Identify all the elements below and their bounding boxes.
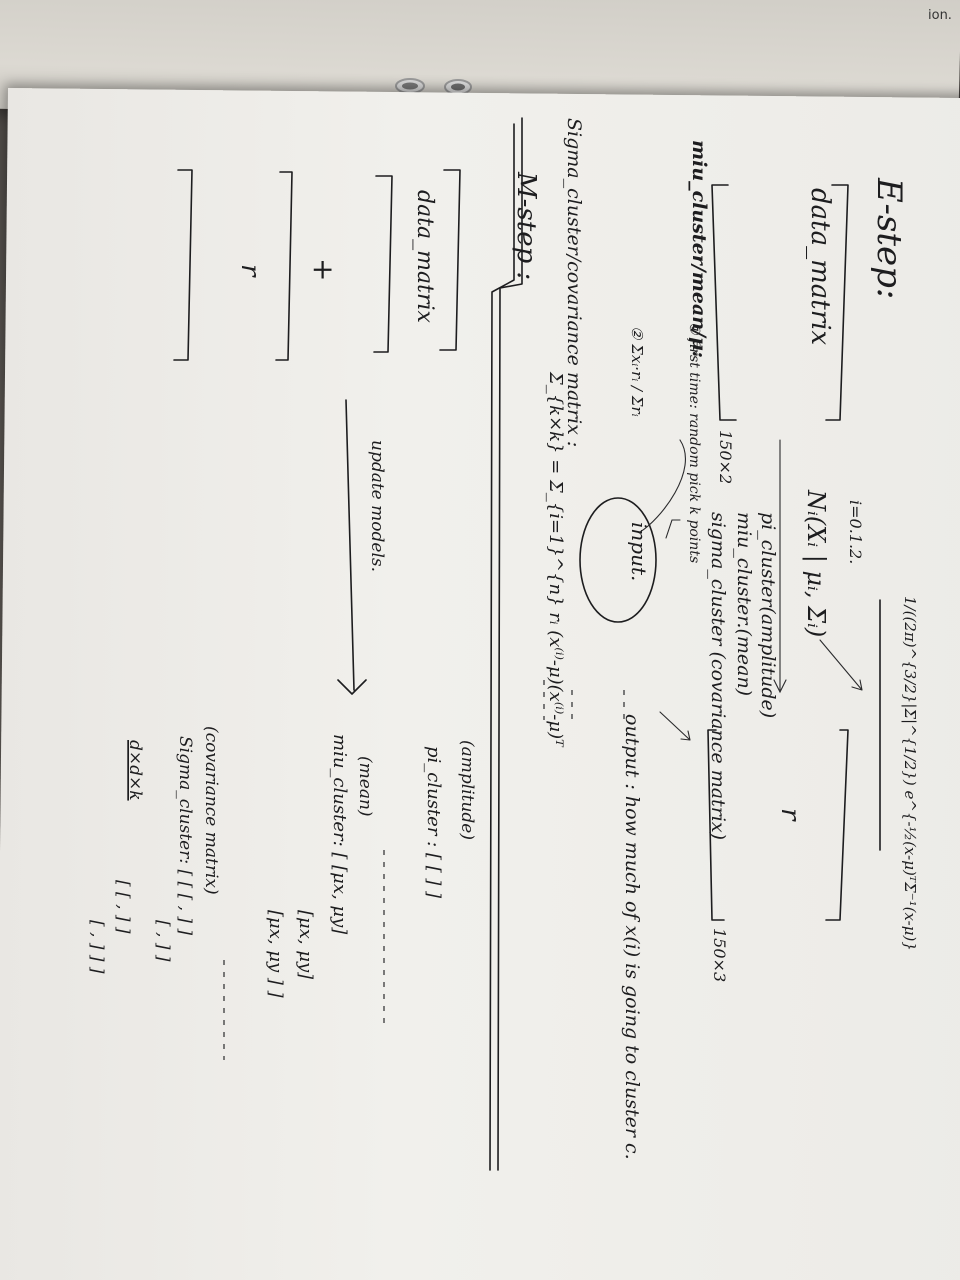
density-formula: 1/((2π)^{3/2}|Σ|^{1/2}) e^{-½(x-μ)ᵀΣ⁻¹(x… xyxy=(901,596,919,951)
sigma-formula: Σ_{k×k} = Σ_{i=1}^{n} rᵢ (x⁽ⁱ⁾-μ)(x⁽ⁱ⁾-μ… xyxy=(545,371,566,748)
r-matrix-bracket-right xyxy=(707,729,725,921)
miu-note-first: ① first time: random pick k points xyxy=(686,322,702,563)
output-arrow xyxy=(659,711,691,741)
miu-cluster-line: miu_cluster: [ [μx, μy] xyxy=(329,734,350,935)
sigma-cluster-line: Sigma_cluster: [ [ [ , ] ] xyxy=(175,736,195,935)
m-data-matrix-label: data_matrix xyxy=(412,190,437,324)
input-arrow xyxy=(665,519,681,539)
m-r-bracket-left xyxy=(275,171,293,361)
background-sheet-text: ion. xyxy=(928,8,952,23)
dims-note: d×d×k xyxy=(125,740,145,801)
m-data-bracket-left xyxy=(439,169,461,351)
miu-row-3: [μx, μy ] ] xyxy=(265,910,286,999)
param-sigma-cluster: sigma_cluster (covariance matrix) xyxy=(707,512,729,840)
formula-arrow xyxy=(819,639,863,691)
update-models-arrow xyxy=(337,399,367,695)
mean-label: (mean) xyxy=(355,756,375,817)
param-pi-cluster: pi_cluster(amplitude) xyxy=(757,512,779,718)
sigma-row-2: [ , ] ] xyxy=(153,920,173,962)
params-underline-arrowhead xyxy=(773,679,787,694)
m-r-symbol: r xyxy=(235,264,265,278)
miu-note-curve xyxy=(639,439,686,533)
r-matrix-bracket-left xyxy=(825,729,849,921)
input-circle xyxy=(579,497,657,623)
sigma-row-4: [ , ] ] ] xyxy=(87,920,107,974)
normal-distribution: Nᵢ(Xᵢ | μᵢ, Σᵢ) xyxy=(801,489,830,637)
amplitude-label: (amplitude) xyxy=(457,740,477,840)
m-data-bracket-right xyxy=(373,175,393,353)
param-miu-cluster: miu_cluster.(mean) xyxy=(733,512,755,696)
covariance-label: (covariance matrix) xyxy=(201,726,221,895)
r-symbol: r xyxy=(775,808,805,822)
miu-note-second: ② Σxᵢ·rᵢ / Σrᵢ xyxy=(628,326,646,417)
sigma-note-label: Sigma_cluster/covariance matrix : xyxy=(563,118,585,447)
output-note: output : how much of x(i) is going to cl… xyxy=(621,714,643,1160)
data-matrix-dims: 150×2 xyxy=(716,430,735,484)
m-r-bracket-right xyxy=(173,169,193,361)
e-step-title: E-step: xyxy=(869,177,909,299)
index-range: i=0.1.2. xyxy=(846,500,865,564)
pi-cluster-line: pi_cluster : [ [ ] ] xyxy=(423,746,444,899)
sigma-row-3: [ [ , ] ] xyxy=(113,880,133,934)
r-matrix-dims: 150×3 xyxy=(710,928,729,982)
section-divider-2 xyxy=(489,123,515,1171)
miu-note-label: miu_cluster/mean/μ: xyxy=(688,140,710,358)
m-step-title: M-step : xyxy=(511,171,541,280)
miu-row-2: [μx, μy] xyxy=(295,910,316,980)
data-matrix-bracket-left xyxy=(825,184,849,421)
input-label: input. xyxy=(627,522,651,581)
section-divider xyxy=(497,117,523,1171)
binder-rings-icon xyxy=(395,78,472,95)
data-matrix-bracket-right xyxy=(711,184,737,421)
update-models-label: update models. xyxy=(367,440,387,572)
plus-sign: + xyxy=(307,258,340,281)
data-matrix-label: data_matrix xyxy=(805,188,835,345)
